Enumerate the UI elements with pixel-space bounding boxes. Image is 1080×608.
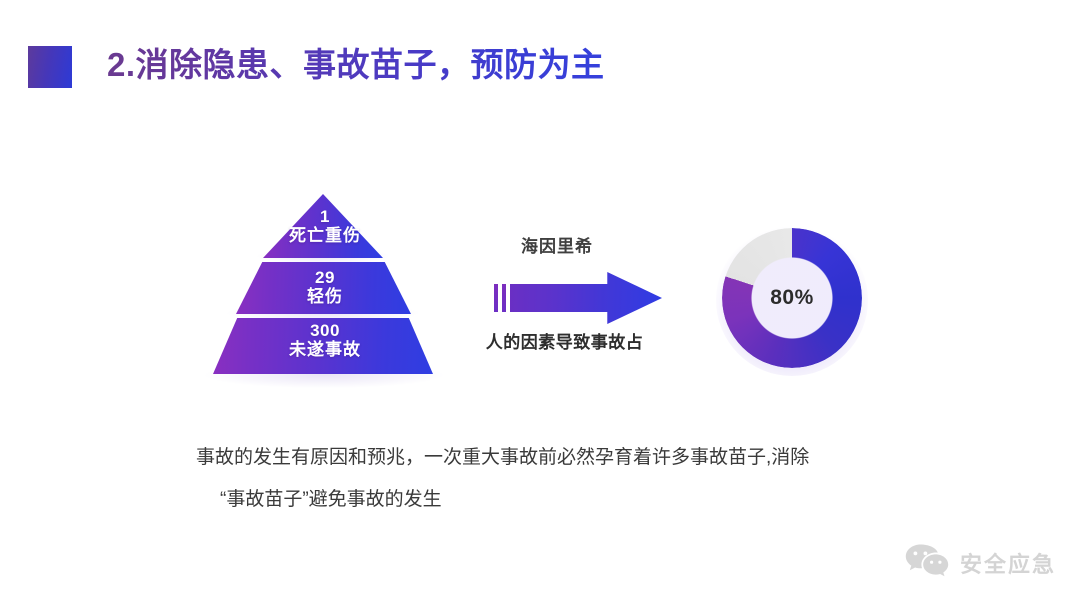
- arrow-body-shape: [510, 272, 662, 324]
- arrow-tick-mark: [494, 284, 498, 312]
- wechat-icon: [904, 543, 950, 582]
- pyramid-layer-bottom: [213, 318, 433, 374]
- arrow-top-label: 海因里希: [521, 237, 593, 256]
- body-line-2: “事故苗子”避免事故的发生: [220, 489, 442, 510]
- pyramid-layer-top: [263, 194, 383, 258]
- heinrich-arrow-group: 海因里希 人的因素导致事故占: [462, 232, 674, 362]
- human-factor-donut-chart: 80%: [716, 224, 868, 376]
- pyramid-layer-middle: [236, 262, 411, 314]
- donut-ring: [722, 228, 862, 368]
- watermark-text: 安全应急: [959, 551, 1056, 577]
- right-arrow-icon: [494, 272, 662, 324]
- gradient-square-icon: [28, 46, 72, 88]
- body-paragraph: 事故的发生有原因和预兆，一次重大事故前必然孕育着许多事故苗子,消除 “事故苗子”…: [196, 437, 916, 521]
- body-line-1: 事故的发生有原因和预兆，一次重大事故前必然孕育着许多事故苗子,消除: [196, 447, 810, 468]
- page-title: 2.消除隐患、事故苗子，预防为主: [107, 40, 605, 90]
- heinrich-pyramid-diagram: 1 死亡重伤 29 轻伤 300 未遂事故: [205, 190, 445, 395]
- donut-percentage-label: 80%: [770, 286, 814, 309]
- watermark: 安全应急: [904, 543, 1056, 582]
- arrow-tick-mark: [502, 284, 506, 312]
- slide-header: 2.消除隐患、事故苗子，预防为主: [0, 40, 1080, 96]
- arrow-bottom-label: 人的因素导致事故占: [485, 333, 644, 352]
